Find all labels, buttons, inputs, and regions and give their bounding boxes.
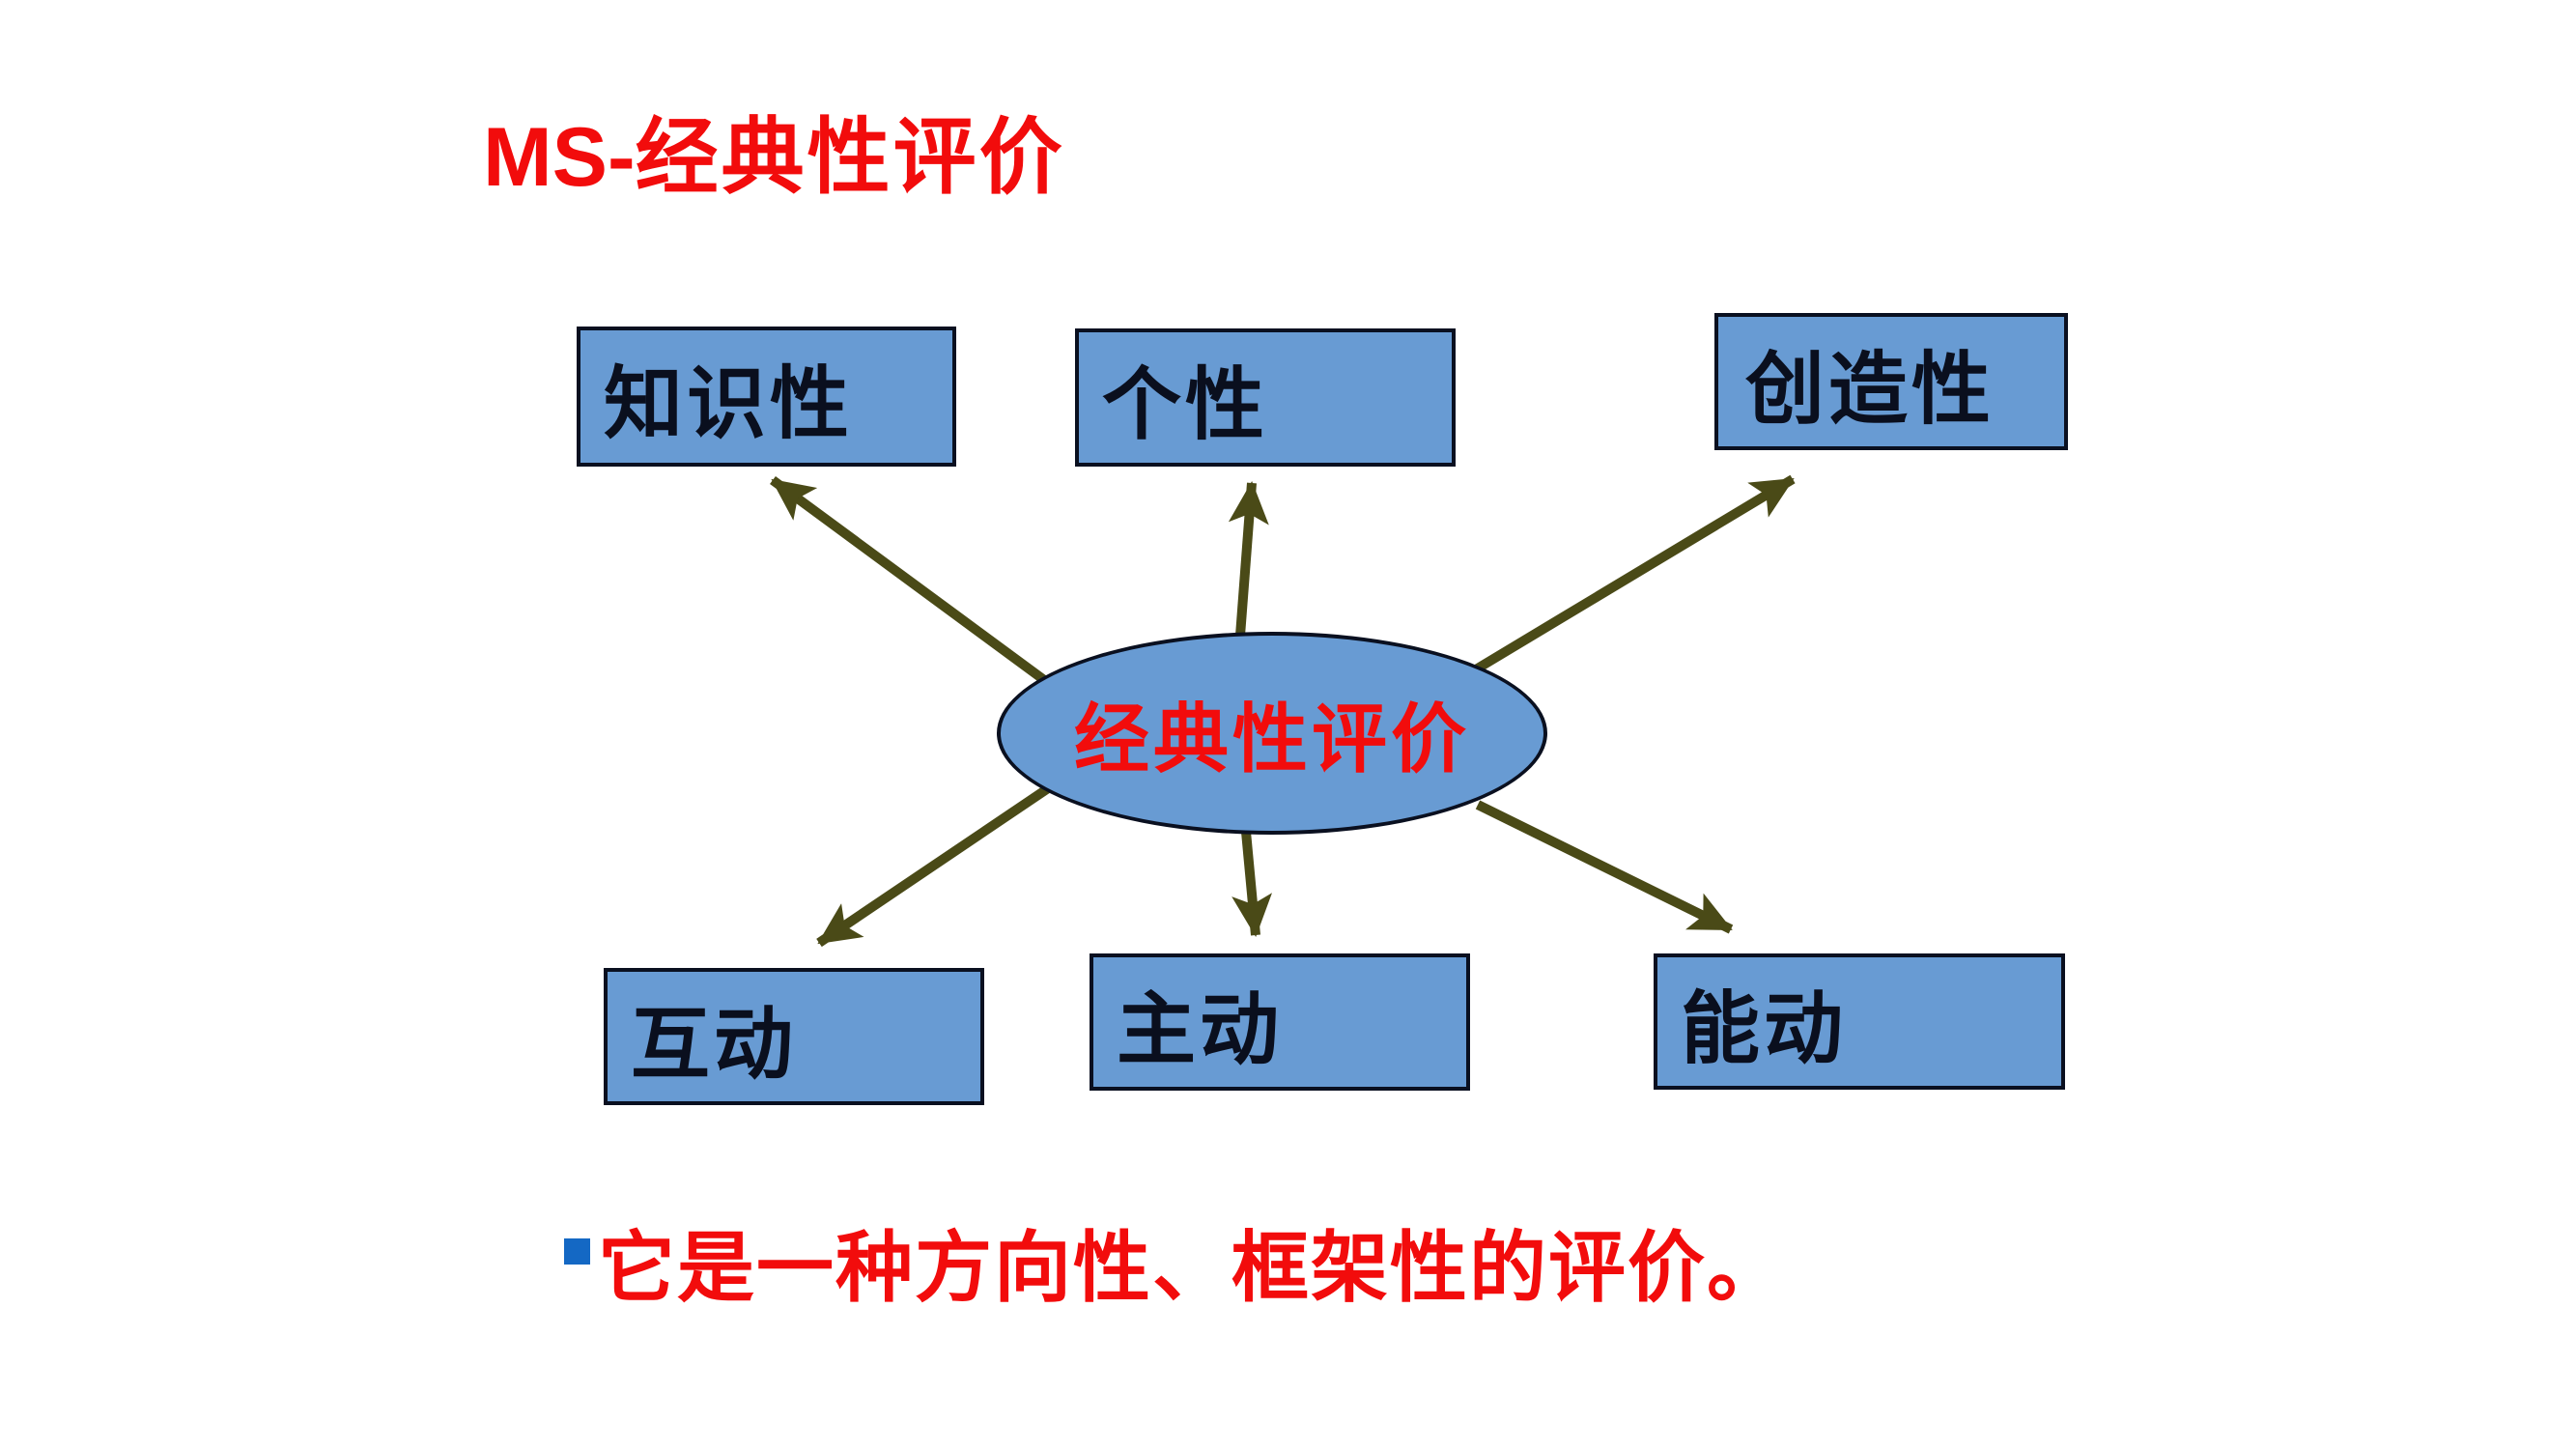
footer-note: 它是一种方向性、框架性的评价。 <box>564 1206 1786 1318</box>
page-title-text: 经典性评价 <box>635 111 1065 204</box>
node-label: 个性 <box>1102 361 1269 449</box>
node-label: 能动 <box>1681 985 1848 1073</box>
diagram-node-chuangzaoxing: 创造性 <box>1714 313 2068 450</box>
page-title-prefix: MS- <box>483 111 636 204</box>
diagram-node-zhishixing: 知识性 <box>577 327 956 467</box>
square-bullet-icon <box>564 1238 590 1265</box>
diagram-center-ellipse: 经典性评价 <box>997 632 1547 835</box>
diagram-node-hudong: 互动 <box>604 968 984 1105</box>
node-label: 知识性 <box>604 360 854 448</box>
arrow-to-gexing <box>1228 481 1269 637</box>
page-title: MS-经典性评价 <box>483 89 1065 210</box>
diagram-node-nengdong: 能动 <box>1654 953 2065 1090</box>
arrow-to-nengdong <box>1475 800 1734 934</box>
footer-text: 它是一种方向性、框架性的评价。 <box>598 1227 1786 1312</box>
diagram-node-gexing: 个性 <box>1075 328 1456 467</box>
arrow-to-zhudong <box>1231 831 1273 937</box>
arrow-to-chuangzaoxing <box>1468 474 1796 677</box>
node-label: 互动 <box>631 1000 798 1089</box>
arrow-to-hudong <box>816 776 1062 948</box>
node-label: 创造性 <box>1745 345 1996 434</box>
center-label: 经典性评价 <box>1073 697 1470 782</box>
node-label: 主动 <box>1117 985 1284 1074</box>
arrow-to-zhishixing <box>770 475 1058 693</box>
diagram-node-zhudong: 主动 <box>1090 953 1470 1091</box>
